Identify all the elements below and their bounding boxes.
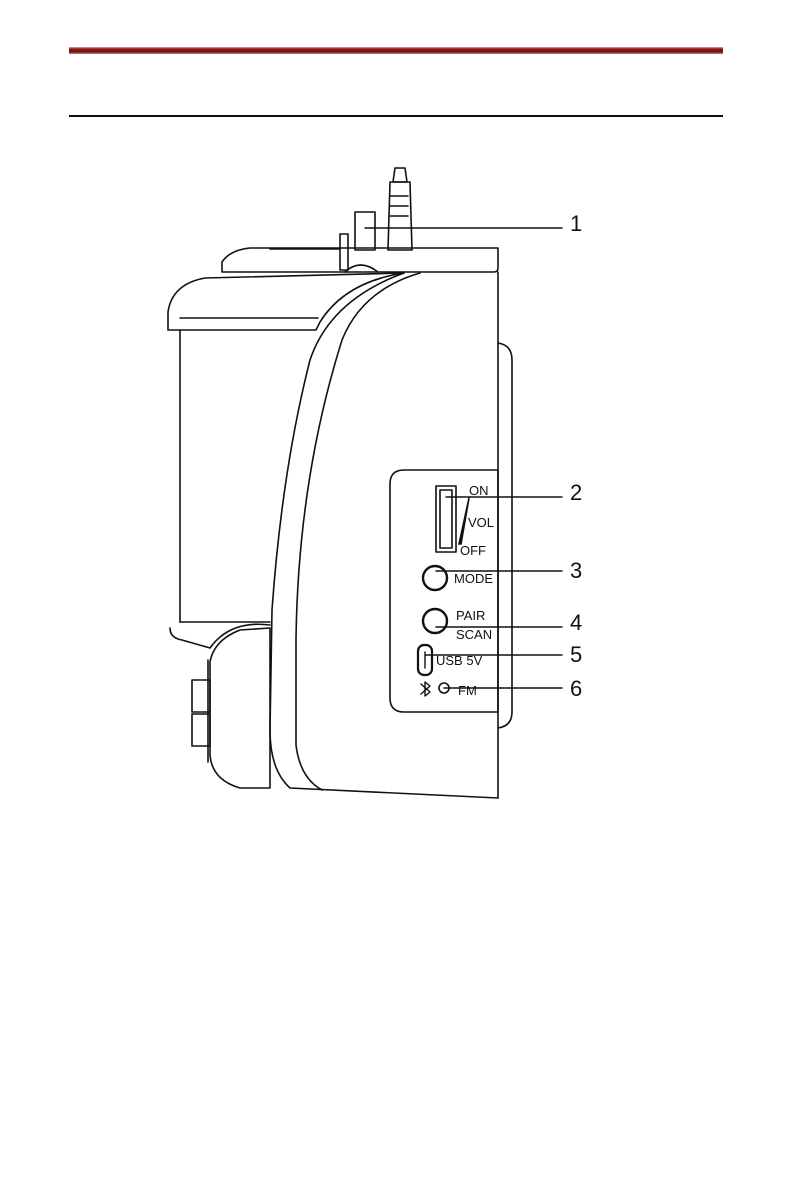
callout-number-6: 6 <box>570 676 582 701</box>
on-label: ON <box>469 483 489 498</box>
scan-label: SCAN <box>456 627 492 642</box>
antenna-illustration <box>340 168 412 270</box>
callout-number-3: 3 <box>570 558 582 583</box>
fm-label: FM <box>458 683 477 698</box>
control-panel-illustration <box>390 470 498 712</box>
usb-label: USB 5V <box>436 653 483 668</box>
callout-number-5: 5 <box>570 642 582 667</box>
vol-label: VOL <box>468 515 494 530</box>
top-deck-illustration <box>222 248 498 272</box>
mode-label: MODE <box>454 571 493 586</box>
pair-label: PAIR <box>456 608 485 623</box>
callout-number-2: 2 <box>570 480 582 505</box>
off-label: OFF <box>460 543 486 558</box>
callout-number-4: 4 <box>570 610 582 635</box>
callout-number-1: 1 <box>570 211 582 236</box>
